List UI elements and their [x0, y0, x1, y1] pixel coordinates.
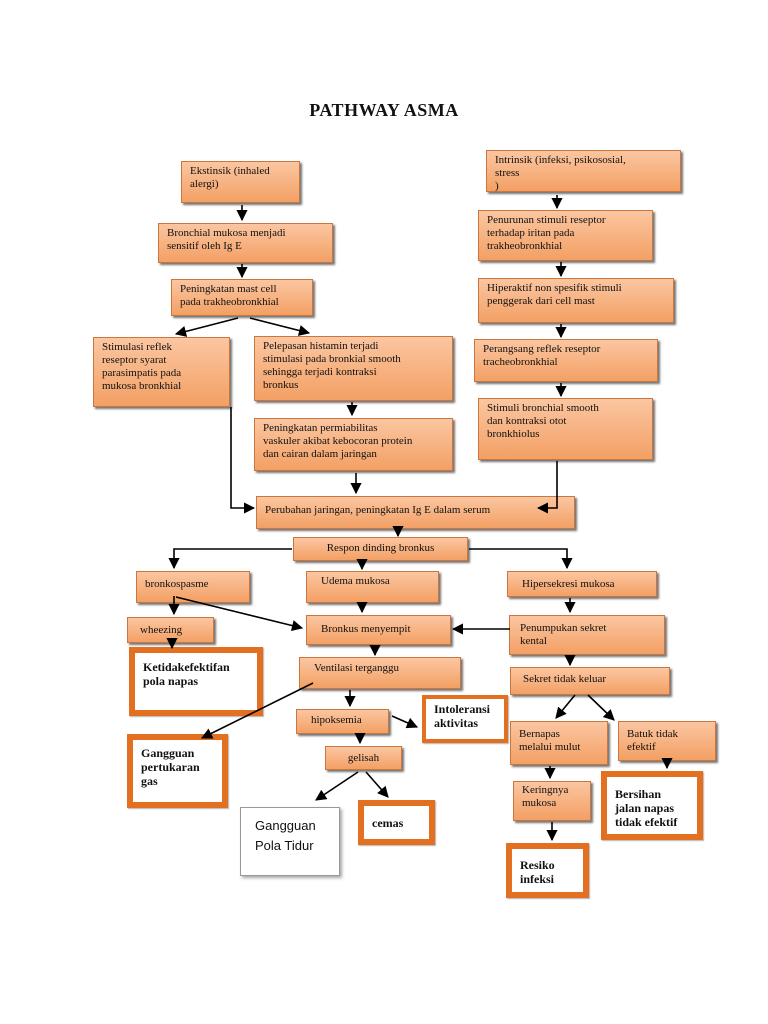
box-keringnya: Keringnya mukosa [513, 781, 591, 821]
arrow-smooth-perubahan [536, 461, 558, 514]
box-stimuli-smooth: Stimuli bronchial smooth dan kontraksi o… [478, 398, 653, 460]
diagnosis-bersihan: Bersihan jalan napas tidak efektif [601, 771, 703, 840]
box-intrinsik: Intrinsik (infeksi, psikososial, stress … [486, 150, 681, 192]
box-hipersekresi: Hipersekresi mukosa [507, 571, 657, 597]
box-penurunan-stimuli: Penurunan stimuli reseptor terhadap irit… [478, 210, 653, 261]
diagnosis-intoleransi: Intoleransi aktivitas [422, 695, 508, 743]
arrow-gelisah-cemas [365, 771, 389, 798]
diagnosis-cemas: cemas [358, 800, 435, 845]
box-perangsang: Perangsang reflek reseptor tracheobronkh… [474, 339, 658, 382]
arrow-respon-bronkospasme [168, 548, 292, 570]
box-mast-cell: Peningkatan mast cell pada trakheobronkh… [171, 279, 313, 316]
arrow-ventilasi-gangguan [200, 682, 314, 739]
box-gelisah: gelisah [325, 746, 402, 770]
arrow-mastcell-stimulasi [174, 317, 239, 337]
box-ekstrinsik: Ekstinsik (inhaled alergi) [181, 161, 300, 203]
diagnosis-resiko-infeksi: Resiko infeksi [506, 843, 589, 898]
arrow-respon-hipersekresi [469, 548, 573, 570]
arrow-gelisah-pola-tidur [315, 771, 359, 801]
diagnosis-ketidakefektifan: Ketidakefektifan pola napas [129, 647, 263, 716]
box-penumpukan-sekret: Penumpukan sekret kental [509, 615, 665, 655]
box-udema-mukosa: Udema mukosa [306, 571, 439, 603]
diagnosis-gangguan-pola-tidur: Gangguan Pola Tidur [240, 807, 340, 876]
box-bronchial-mukosa: Bronchial mukosa menjadi sensitif oleh I… [158, 223, 333, 263]
box-respon-dinding: Respon dinding bronkus [293, 537, 468, 561]
arrow-sekret-batuk [587, 694, 615, 721]
box-bronkus-menyempit: Bronkus menyempit [306, 615, 451, 645]
box-hipoksemia: hipoksemia [296, 709, 389, 734]
box-hiperaktif: Hiperaktif non spesifik stimuli penggera… [478, 278, 674, 323]
arrow-mastcell-pelepasan [249, 317, 311, 336]
box-pelepasan-histamin: Pelepasan histamin terjadi stimulasi pad… [254, 336, 453, 401]
arrow-stimulasi-perubahan [230, 407, 256, 514]
box-stimulasi-reflek: Stimulasi reflek reseptor syarat parasim… [93, 337, 230, 407]
arrow-bronkospasme-bronkus [175, 596, 304, 632]
box-sekret-tidak-keluar: Sekret tidak keluar [510, 667, 670, 695]
arrow-hipoksemia-intoleransi [391, 715, 419, 729]
box-perubahan-jaringan: Perubahan jaringan, peningkatan Ig E dal… [256, 496, 575, 529]
diagram-title: PATHWAY ASMA [309, 100, 459, 120]
box-bronkospasme: bronkospasme [136, 571, 250, 603]
box-bernapas-mulut: Bernapas melalui mulut [510, 721, 608, 765]
box-ventilasi: Ventilasi terganggu [299, 657, 461, 689]
diagnosis-gangguan-pertukaran: Gangguan pertukaran gas [127, 734, 228, 808]
arrow-sekret-bernapas [555, 694, 576, 719]
box-permiabilitas: Peningkatan permiabilitas vaskuler akiba… [254, 418, 453, 471]
